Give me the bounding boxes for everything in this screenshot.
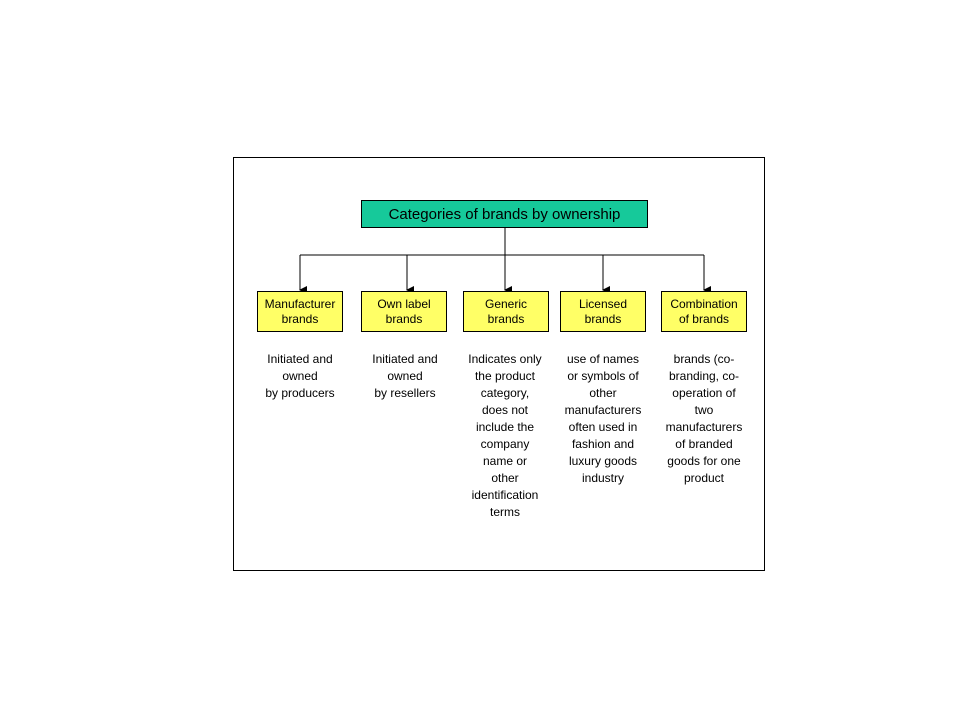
description-line: by producers [265,386,335,400]
description-line: by resellers [374,386,436,400]
description-line: branding, co- [668,369,740,383]
category-description-licensed: use of names or symbols of other manufac… [555,351,651,487]
category-box-generic: Generic brands [463,291,549,332]
category-label-line: Own label [377,296,431,311]
category-label-line: brands [584,311,622,326]
category-description-combination: brands (co- branding, co- operation of t… [656,351,752,487]
category-label-line: Generic [484,296,528,311]
description-line: include the [475,420,535,434]
description-line: two [694,403,714,417]
category-label-line: of brands [678,311,730,326]
description-line: fashion and [571,437,635,451]
description-line: Indicates only [468,352,542,366]
category-label-line: brands [487,311,525,326]
description-line: manufacturers [665,420,743,434]
description-line: Initiated and [267,352,333,366]
description-line: owned [387,369,423,383]
description-line: product [683,471,725,485]
category-label-line: brands [281,311,319,326]
description-line: manufacturers [564,403,642,417]
description-line: often used in [568,420,638,434]
description-line: does not [481,403,529,417]
category-box-licensed: Licensed brands [560,291,646,332]
description-line: goods for one [667,454,741,468]
description-line: category, [480,386,530,400]
description-line: company [480,437,530,451]
category-label-line: Combination [670,296,738,311]
category-box-manufacturer: Manufacturer brands [257,291,343,332]
description-line: the product [474,369,536,383]
description-line: other [491,471,519,485]
title-box: Categories of brands by ownership [361,200,648,228]
category-description-generic: Indicates only the product category, doe… [457,351,553,521]
description-line: industry [581,471,625,485]
description-line: owned [282,369,318,383]
category-label-line: Licensed [578,296,628,311]
description-line: or symbols of [567,369,639,383]
description-line: identification [471,488,539,502]
description-line: other [589,386,617,400]
description-line: name or [482,454,528,468]
description-line: luxury goods [568,454,638,468]
description-line: use of names [566,352,640,366]
description-line: Initiated and [372,352,438,366]
category-description-own-label: Initiated and owned by resellers [357,351,453,402]
category-description-manufacturer: Initiated and owned by producers [252,351,348,402]
description-line: operation of [672,386,736,400]
category-box-combination: Combination of brands [661,291,747,332]
description-line: brands (co- [673,352,735,366]
category-box-own-label: Own label brands [361,291,447,332]
category-label-line: brands [385,311,423,326]
category-label-line: Manufacturer [264,296,336,311]
description-line: terms [490,505,520,519]
description-line: of branded [675,437,733,451]
